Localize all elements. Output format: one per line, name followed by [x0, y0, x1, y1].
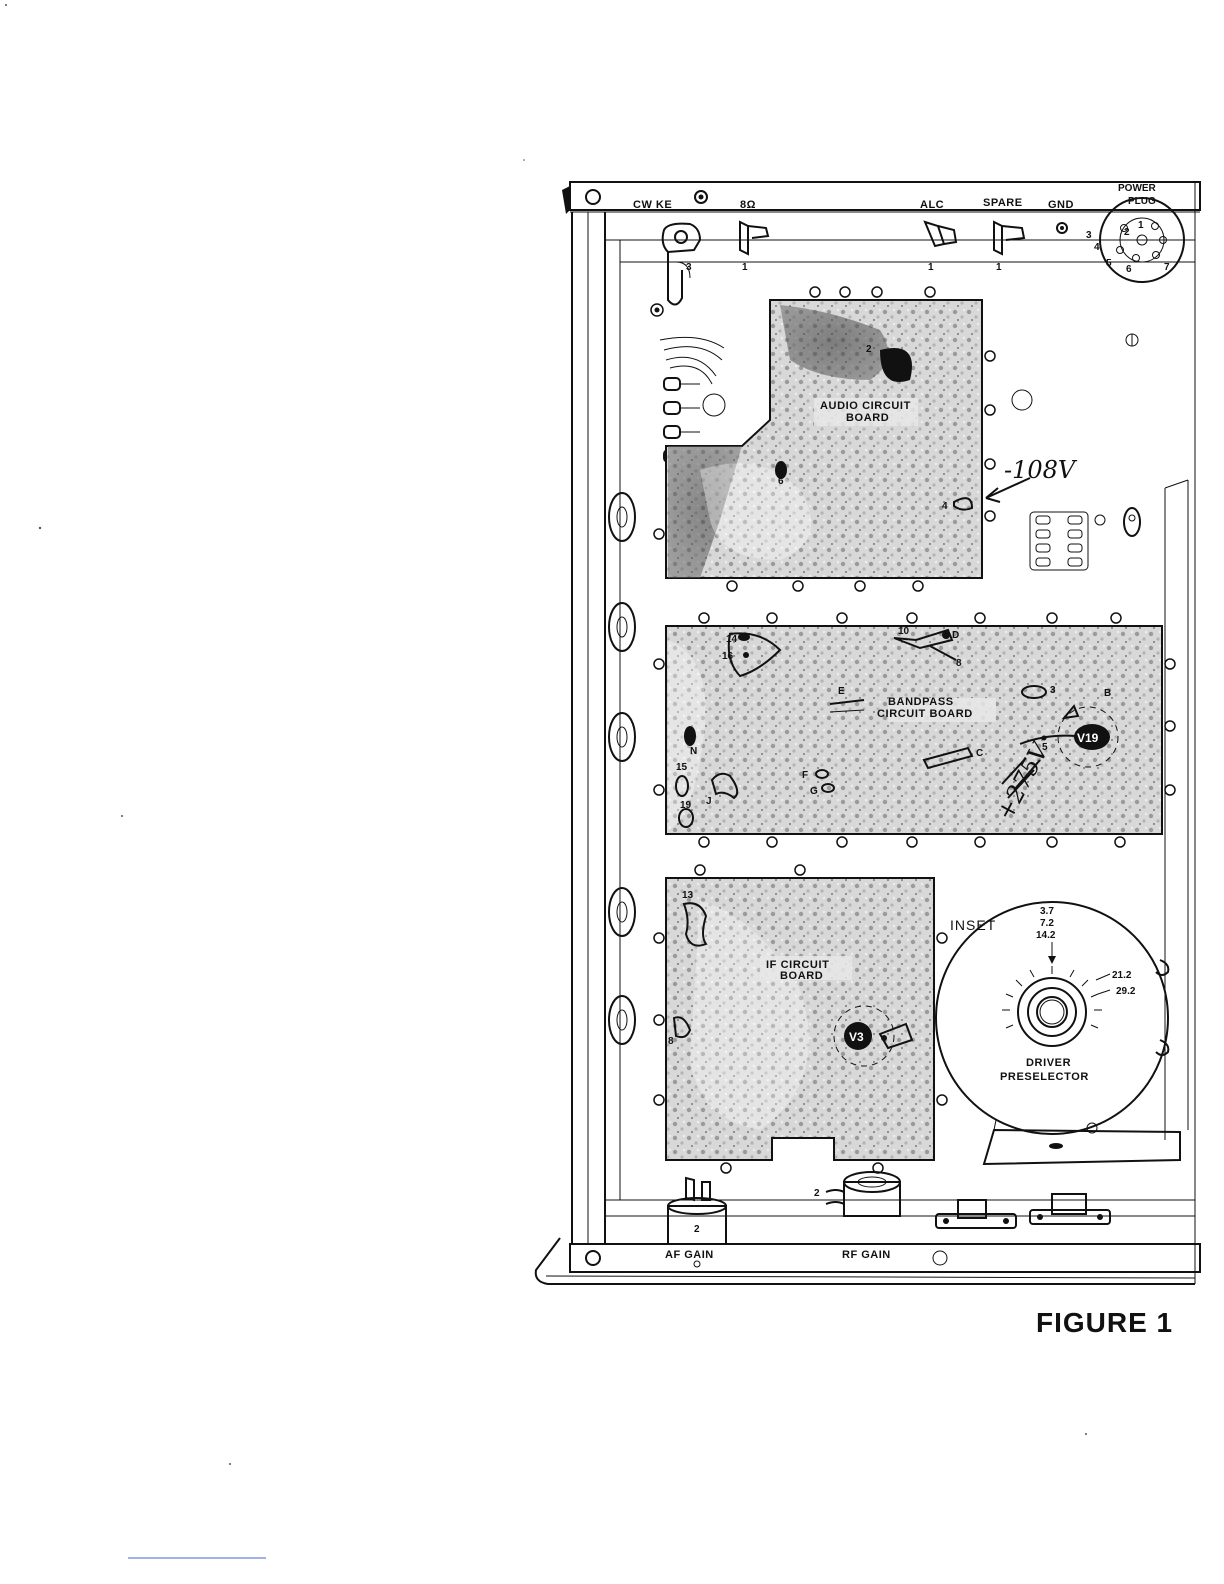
spare-pin: 1	[996, 262, 1002, 273]
power-pin-6: 6	[1126, 264, 1132, 275]
preselector-mark-7-2: 7.2	[1040, 918, 1054, 929]
bp-point-d: D	[952, 630, 959, 641]
preselector-label-2: PRESELECTOR	[1000, 1071, 1089, 1083]
driver-preselector-inset: 3.7 7.2 14.2 21.2 29.2 DRIVER PRESELECTO…	[936, 902, 1168, 1134]
terminal-strips	[936, 1194, 1110, 1228]
audio-point-2: 2	[866, 344, 872, 355]
eight-ohm-pin: 1	[742, 262, 748, 273]
spare-label: SPARE	[983, 197, 1023, 209]
bp-point-3: 3	[1050, 685, 1056, 696]
bp-point-f: F	[802, 770, 808, 781]
bp-point-19: 19	[680, 800, 692, 811]
power-pin-7: 7	[1164, 262, 1170, 273]
v19-tube-label: V19	[1077, 731, 1099, 745]
bottom-panel-labels: AF GAIN RF GAIN	[665, 1249, 891, 1261]
alc-pin: 1	[928, 262, 934, 273]
bp-point-16: 16	[722, 651, 734, 662]
preselector-mark-14-2: 14.2	[1036, 930, 1056, 941]
alc-label: ALC	[920, 199, 944, 211]
power-pin-5: 5	[1106, 258, 1112, 269]
v3-tube-label: V3	[849, 1030, 864, 1044]
eight-ohm-jack: 1	[740, 222, 768, 273]
audio-board-label-1: AUDIO CIRCUIT	[820, 400, 911, 412]
bp-point-14: 14	[726, 634, 738, 645]
gnd-terminal	[1057, 223, 1067, 233]
if-board-label-2: BOARD	[780, 970, 823, 982]
side-grommets	[609, 493, 635, 1044]
bp-point-b: B	[1104, 688, 1111, 699]
audio-point-6: 6	[778, 476, 784, 487]
bandpass-label-2: CIRCUIT BOARD	[877, 708, 973, 720]
af-gain-pin: 2	[694, 1224, 700, 1235]
preselector-label-1: DRIVER	[1026, 1057, 1071, 1069]
top-panel-labels: CW KE 8Ω ALC SPARE GND POWER PLUG	[633, 183, 1157, 211]
minus-108v-annotation: -108V	[986, 456, 1078, 502]
power-plug-label-1: POWER	[1118, 183, 1157, 194]
rf-gain-pot: 2	[814, 1172, 900, 1216]
spare-jack: 1	[994, 222, 1024, 273]
af-gain-label: AF GAIN	[665, 1249, 714, 1261]
bp-point-g: G	[810, 786, 818, 797]
if-point-13: 13	[682, 890, 694, 901]
cw-key-pin: 3	[686, 262, 692, 273]
power-pin-1: 1	[1138, 220, 1144, 231]
alc-jack: 1	[925, 222, 956, 273]
bp-point-8: 8	[956, 658, 962, 669]
rf-gain-pin: 2	[814, 1188, 820, 1199]
preselector-mark-21-2: 21.2	[1112, 970, 1132, 981]
if-point-8: 8	[668, 1036, 674, 1047]
audio-point-4: 4	[942, 501, 948, 512]
minus-108v-text: -108V	[1004, 456, 1078, 484]
bp-point-n: N	[690, 746, 697, 757]
cw-key-jack: 3	[663, 224, 700, 305]
eight-ohm-label: 8Ω	[740, 199, 756, 211]
preselector-mark-29-2: 29.2	[1116, 986, 1136, 997]
bp-point-e: E	[838, 686, 845, 697]
power-pin-4: 4	[1094, 242, 1100, 253]
preselector-mark-3-7: 3.7	[1040, 906, 1054, 917]
bp-point-10: 10	[898, 626, 910, 637]
bandpass-circuit-board: 14 16 10 D 8 E 3 B N BANDPASS CIRCUIT BO…	[666, 626, 1162, 834]
gnd-label: GND	[1048, 199, 1074, 211]
figure-caption: FIGURE 1	[1036, 1307, 1173, 1338]
power-pin-3: 3	[1086, 230, 1092, 241]
rf-gain-label: RF GAIN	[842, 1249, 891, 1261]
bp-point-c: C	[976, 748, 983, 759]
bp-point-j: J	[706, 796, 712, 807]
bp-point-15: 15	[676, 762, 688, 773]
audio-board-label-2: BOARD	[846, 412, 889, 424]
if-circuit-board: 13 8 IF CIRCUIT BOARD V3	[666, 878, 934, 1160]
bandpass-label-1: BANDPASS	[888, 696, 954, 708]
inset-title: INSET	[950, 917, 996, 933]
cw-key-label: CW KE	[633, 199, 672, 211]
audio-circuit-board: 2 6 4 AUDIO CIRCUIT BOARD	[666, 300, 982, 578]
